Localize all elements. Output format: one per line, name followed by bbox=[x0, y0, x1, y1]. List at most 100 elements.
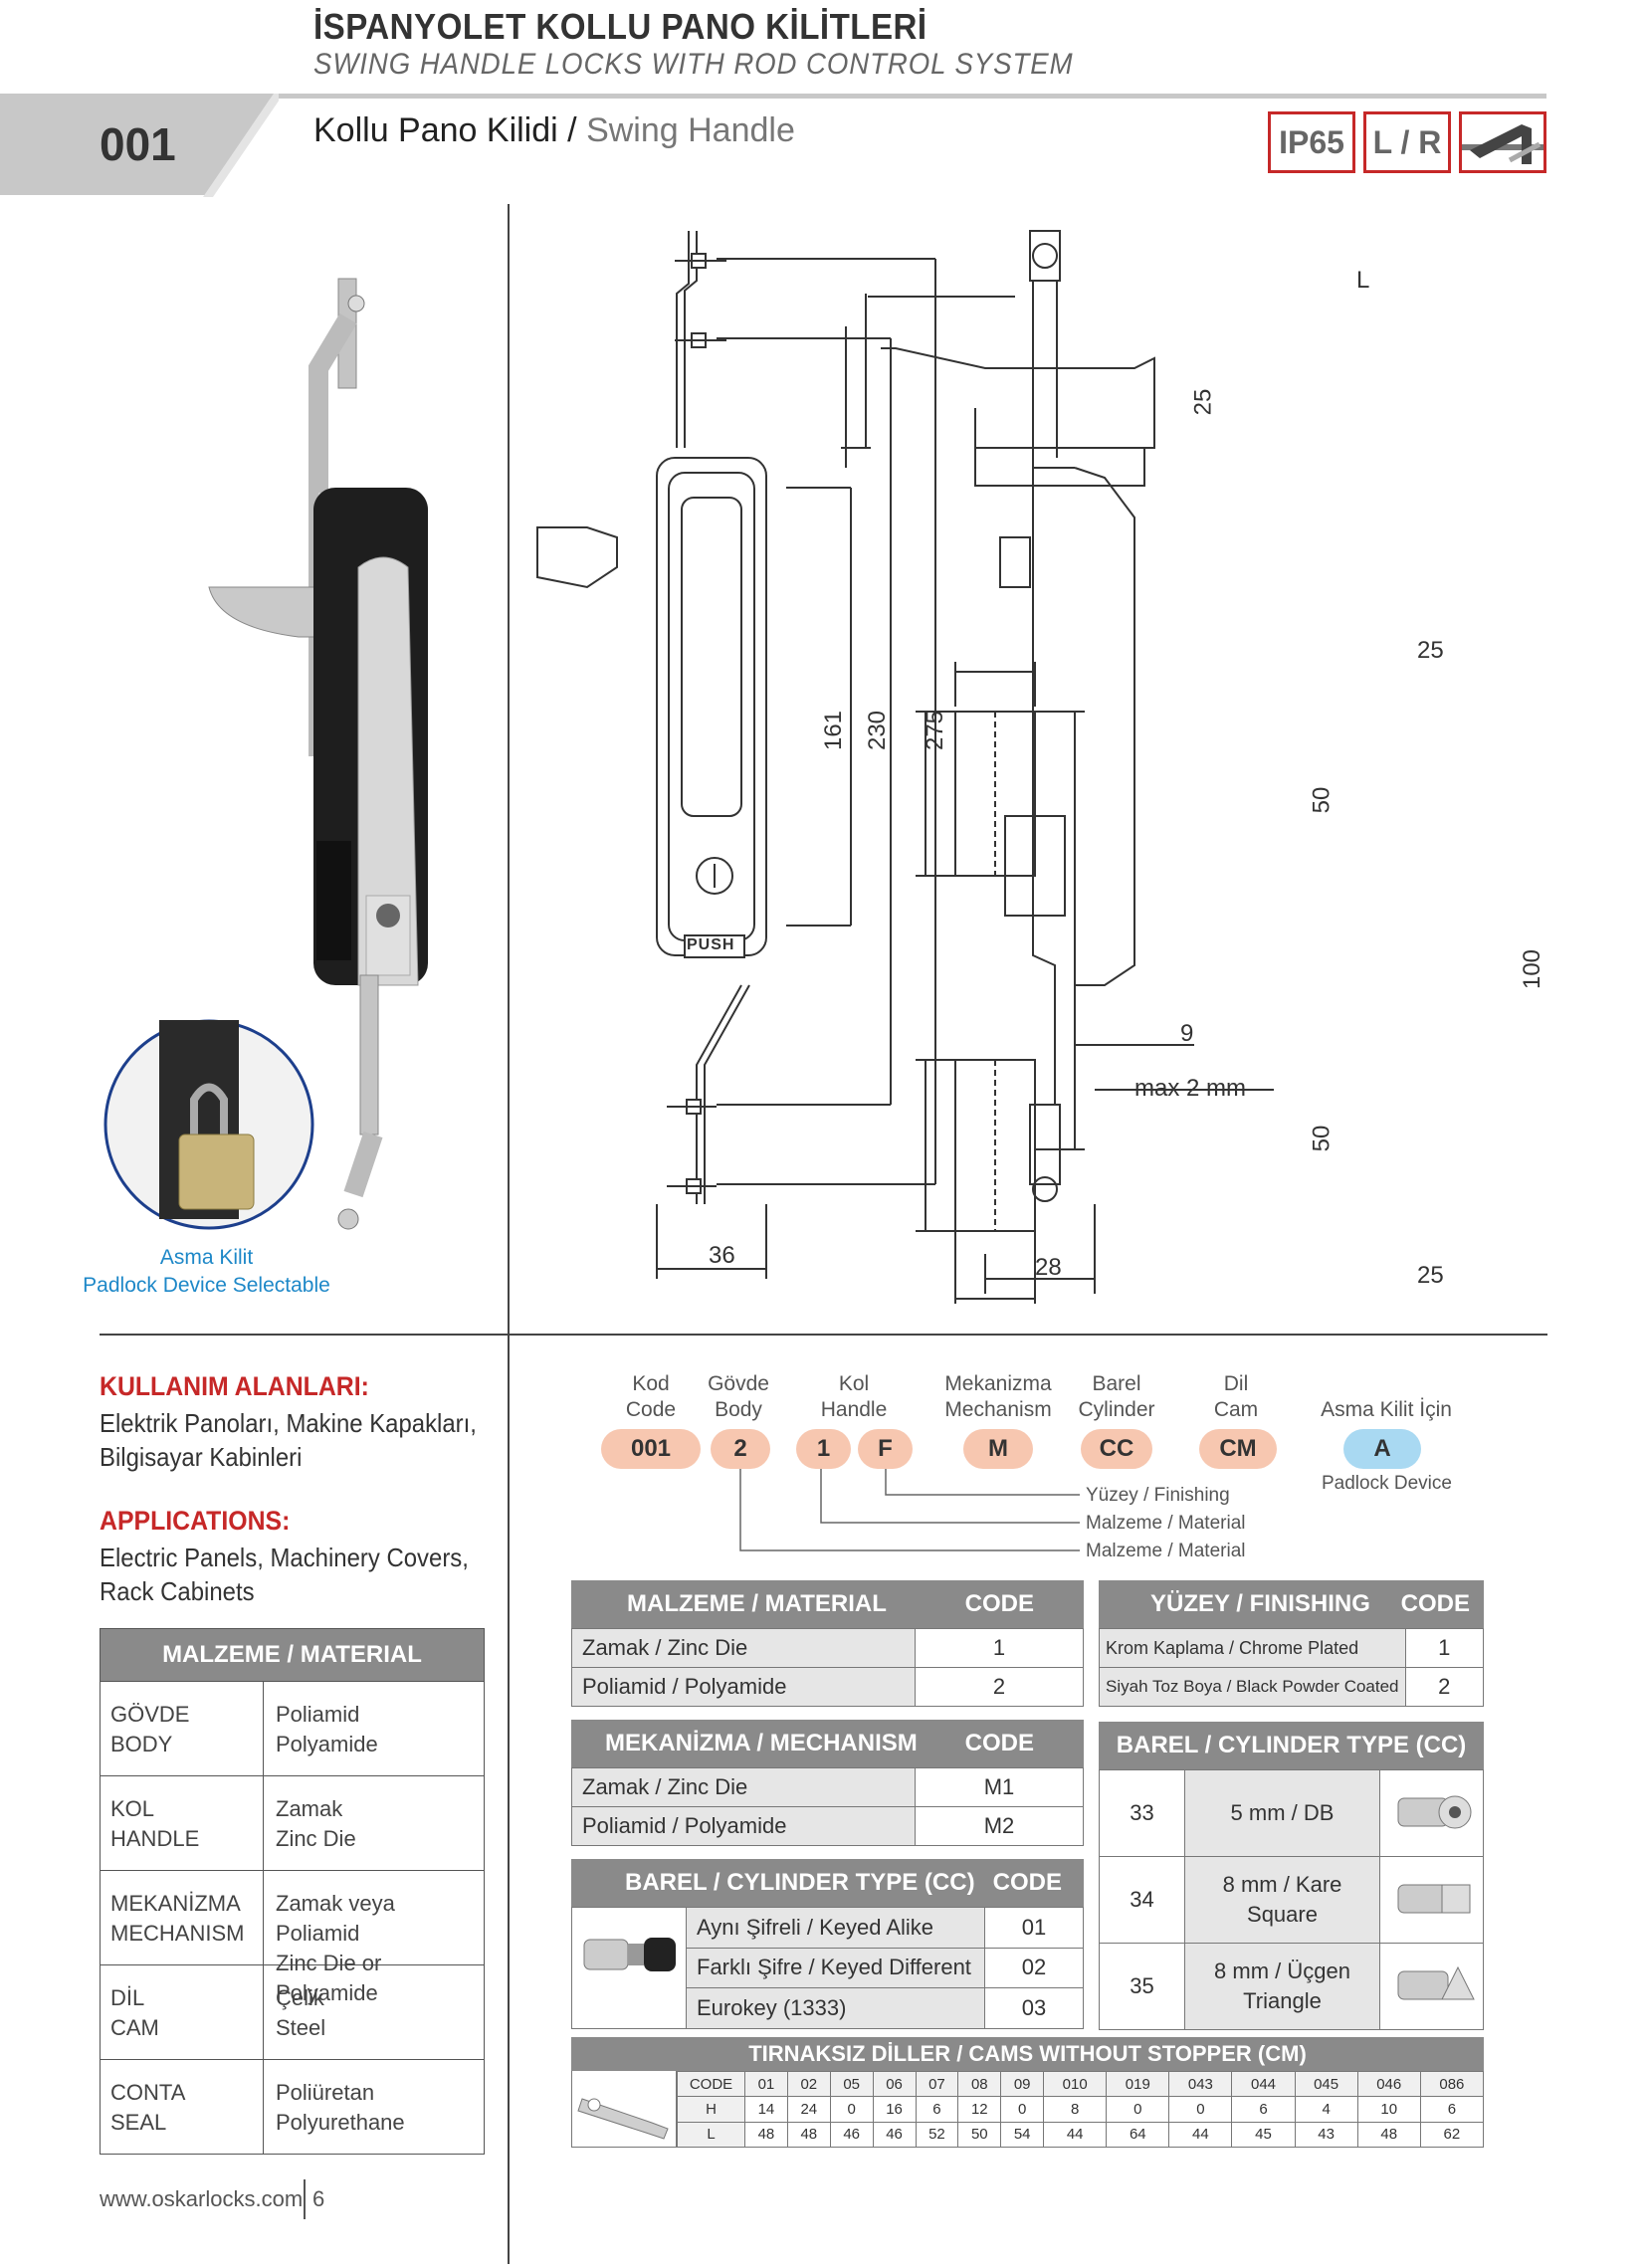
cylinder-db-icon bbox=[1397, 1795, 1472, 1829]
cylinder-key-icon bbox=[583, 1938, 676, 1971]
cylinder-code-table: BAREL / CYLINDER TYPE (CC) CODE Aynı Şif… bbox=[571, 1859, 1084, 2029]
cam-cell: 043 bbox=[1168, 2070, 1233, 2098]
product-photo bbox=[208, 278, 428, 1230]
cam-cell: 48 bbox=[1356, 2121, 1421, 2149]
applications-tr-heading: KULLANIM ALANLARI: bbox=[100, 1371, 369, 1401]
part-tr: GÖVDE bbox=[110, 1702, 190, 1727]
cam-cell: 045 bbox=[1294, 2070, 1358, 2098]
header-label: MEKANİZMA / MECHANISM bbox=[605, 1730, 918, 1756]
note-body-material: Malzeme / Material bbox=[1086, 1541, 1246, 1561]
header-rule bbox=[239, 94, 1546, 99]
dim-230: 230 bbox=[864, 710, 892, 751]
header-label: MALZEME / MATERIAL bbox=[627, 1590, 887, 1617]
mat-en: Polyurethane bbox=[276, 2110, 405, 2135]
panel-mount-icon bbox=[1459, 111, 1546, 173]
dim-max-2mm: max 2 mm bbox=[1134, 1075, 1247, 1102]
code-header: CODE bbox=[1400, 1590, 1470, 1617]
push-label: PUSH bbox=[687, 936, 735, 953]
cam-cell: 8 bbox=[1043, 2096, 1108, 2123]
padlock-device-note: Padlock Device bbox=[1322, 1473, 1452, 1494]
cam-cell: 019 bbox=[1106, 2070, 1170, 2098]
cam-icon-cell bbox=[571, 2071, 677, 2148]
vertical-divider bbox=[508, 204, 510, 2264]
product-name-tr: Kollu Pano Kilidi / bbox=[313, 111, 577, 149]
applications-en-line-2: Rack Cabinets bbox=[100, 1576, 255, 1606]
header-label: BAREL / CYLINDER TYPE (CC) bbox=[1116, 1732, 1467, 1758]
cam-cell: 46 bbox=[872, 2121, 917, 2149]
cam-cell: 6 bbox=[1231, 2096, 1296, 2123]
dim-28: 28 bbox=[1035, 1254, 1062, 1281]
cam-cell: 46 bbox=[829, 2121, 874, 2149]
cam-cell: 48 bbox=[744, 2121, 788, 2149]
cylinder-triangle-icon bbox=[1397, 1965, 1475, 2000]
code-pill-body: 2 bbox=[711, 1429, 770, 1469]
cam-cell: 14 bbox=[744, 2096, 788, 2123]
code-pill-mechanism: M bbox=[963, 1429, 1033, 1469]
cam-cell: 45 bbox=[1231, 2121, 1296, 2149]
code-pill-cylinder: CC bbox=[1081, 1429, 1152, 1469]
cam-cell: 0 bbox=[1106, 2096, 1170, 2123]
page-subtitle: SWING HANDLE LOCKS WITH ROD CONTROL SYST… bbox=[313, 48, 1074, 81]
cam-cell: 48 bbox=[786, 2121, 831, 2149]
mat-tr: Zamak bbox=[276, 1796, 343, 1821]
cam-cell: 06 bbox=[872, 2070, 917, 2098]
note-finishing: Yüzey / Finishing bbox=[1086, 1485, 1230, 1506]
padlock-label: Asma Kilit Padlock Device Selectable bbox=[70, 1244, 343, 1300]
applications-tr-line-1: Elektrik Panoları, Makine Kapakları, bbox=[100, 1408, 477, 1438]
part-en: SEAL bbox=[110, 2110, 167, 2135]
cam-cell: 54 bbox=[1000, 2121, 1045, 2149]
part-en: HANDLE bbox=[110, 1826, 200, 1851]
cam-cell: 24 bbox=[786, 2096, 831, 2123]
cam-row-label: CODE bbox=[677, 2070, 745, 2098]
cam-cell: 010 bbox=[1043, 2070, 1108, 2098]
dim-36: 36 bbox=[709, 1242, 735, 1269]
cam-cell: 09 bbox=[1000, 2070, 1045, 2098]
material-table-heading: MALZEME / MATERIAL bbox=[101, 1629, 484, 1681]
dim-L: L bbox=[1356, 267, 1370, 294]
horizontal-divider bbox=[100, 1334, 1547, 1336]
code-pill-001: 001 bbox=[601, 1429, 701, 1469]
dim-25-bottom: 25 bbox=[1417, 1262, 1444, 1289]
cam-cell: 4 bbox=[1294, 2096, 1358, 2123]
mat-tr: Çelik bbox=[276, 1985, 324, 2010]
mat-en: Zinc Die bbox=[276, 1826, 356, 1851]
mat-tr: Poliamid bbox=[276, 1702, 360, 1727]
cam-cell: 64 bbox=[1106, 2121, 1170, 2149]
note-handle-material: Malzeme / Material bbox=[1086, 1513, 1246, 1534]
cam-cell: 0 bbox=[1000, 2096, 1045, 2123]
code-header: CODE bbox=[964, 1590, 1034, 1617]
code-leader-lines bbox=[739, 1469, 1080, 1551]
cam-row-label: H bbox=[677, 2096, 745, 2123]
dim-100: 100 bbox=[1519, 948, 1546, 990]
technical-drawing bbox=[536, 230, 1274, 1304]
code-pill-padlock: A bbox=[1343, 1429, 1421, 1469]
footer-url[interactable]: www.oskarlocks.com bbox=[100, 2186, 304, 2211]
cylinder-square-icon bbox=[1397, 1884, 1471, 1914]
padlock-label-en: Padlock Device Selectable bbox=[83, 1274, 330, 1297]
part-tr: DİL bbox=[110, 1985, 145, 2010]
cam-row-label: L bbox=[677, 2121, 745, 2149]
cam-cell: 08 bbox=[957, 2070, 1002, 2098]
cam-cell: 6 bbox=[915, 2096, 959, 2123]
code-pill-finishing: F bbox=[858, 1429, 913, 1469]
cam-cell: 43 bbox=[1294, 2121, 1358, 2149]
page-title: İSPANYOLET KOLLU PANO KİLİTLERİ bbox=[313, 6, 927, 47]
dim-161: 161 bbox=[820, 710, 848, 751]
code-pill-cam: CM bbox=[1199, 1429, 1277, 1469]
dim-50-lower: 50 bbox=[1308, 1125, 1336, 1152]
applications-en-line-1: Electric Panels, Machinery Covers, bbox=[100, 1543, 469, 1572]
padlock-label-tr: Asma Kilit bbox=[159, 1246, 254, 1269]
